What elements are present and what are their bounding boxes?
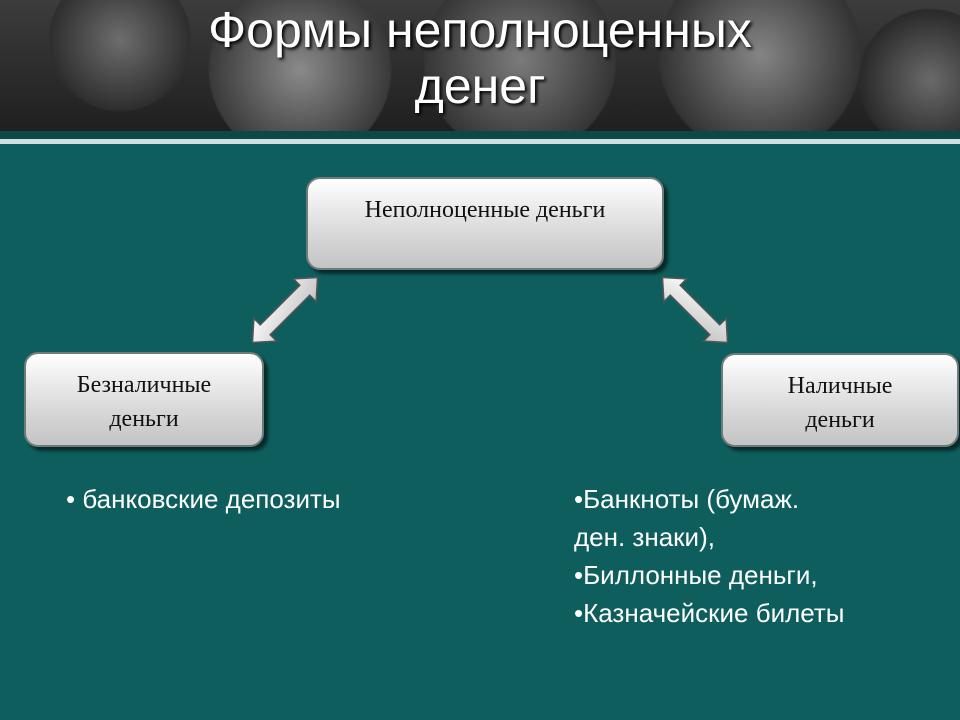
- double-arrow-left-icon: [251, 276, 319, 344]
- right-node-label-line-2: деньги: [805, 407, 875, 433]
- left-items-list: • банковские депозиты: [66, 480, 341, 518]
- header-divider-dark: [0, 131, 960, 139]
- header-divider-light: [0, 139, 960, 144]
- list-item: • банковские депозиты: [66, 484, 341, 514]
- left-node-label-line-2: деньги: [109, 406, 179, 432]
- slide-title: Формы неполноценных денег: [0, 2, 960, 114]
- list-item: •Банкноты (бумаж.: [574, 484, 800, 514]
- header-image-coins: Формы неполноценных денег: [0, 0, 960, 132]
- right-items-list: •Банкноты (бумаж. ден. знаки), •Биллонны…: [574, 480, 954, 632]
- right-node-label-line-1: Наличные: [787, 373, 893, 399]
- list-item: •Казначейские билеты: [574, 598, 845, 628]
- right-node-box: Наличные деньги: [721, 353, 959, 447]
- slide-title-line-2: денег: [414, 58, 546, 114]
- root-node-label: Неполноценные деньги: [364, 197, 606, 223]
- left-node-box: Безналичные деньги: [24, 352, 264, 447]
- left-node-label-line-1: Безналичные: [76, 372, 212, 398]
- root-node-box: Неполноценные деньги: [306, 177, 664, 270]
- double-arrow-right-icon: [661, 276, 729, 344]
- list-item: ден. знаки),: [574, 522, 715, 552]
- slide-title-line-1: Формы неполноценных: [208, 2, 752, 58]
- list-item: •Биллонные деньги,: [574, 560, 818, 590]
